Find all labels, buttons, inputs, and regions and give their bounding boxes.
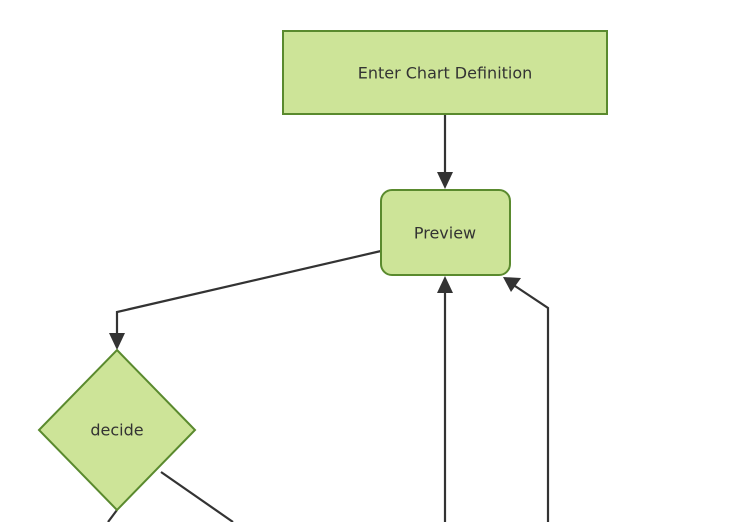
node-enter-chart-definition-shape[interactable] bbox=[282, 30, 608, 115]
node-enter-chart-definition[interactable]: Enter Chart Definition bbox=[282, 30, 608, 115]
node-decide[interactable]: decide bbox=[37, 348, 197, 512]
arrow-down-icon bbox=[437, 172, 453, 189]
edge-bottom-center-to-preview bbox=[437, 276, 453, 522]
arrow-down-icon bbox=[109, 333, 125, 350]
node-preview-shape[interactable] bbox=[380, 189, 511, 276]
edge-decide-to-bottom-right bbox=[160, 471, 234, 522]
node-preview[interactable]: Preview bbox=[380, 189, 511, 276]
edge-bottom-right-to-preview bbox=[503, 277, 550, 522]
node-decide-shape[interactable] bbox=[37, 348, 197, 512]
edge-preview-to-decide bbox=[109, 249, 382, 350]
arrow-up-left-icon bbox=[503, 277, 521, 292]
node-layer: Enter Chart Definition Preview decide bbox=[37, 30, 608, 512]
edge-enter-to-preview bbox=[437, 114, 453, 189]
node-enter-chart-definition-label: Enter Chart Definition bbox=[358, 64, 533, 83]
edge-bottom-right-to-preview-line bbox=[511, 283, 550, 522]
node-preview-label: Preview bbox=[414, 224, 476, 243]
edge-decide-to-bottom-left bbox=[107, 509, 118, 522]
edge-layer bbox=[107, 114, 550, 522]
arrow-up-icon bbox=[437, 276, 453, 293]
node-decide-label: decide bbox=[90, 421, 143, 440]
edge-preview-to-decide-line bbox=[115, 249, 382, 343]
